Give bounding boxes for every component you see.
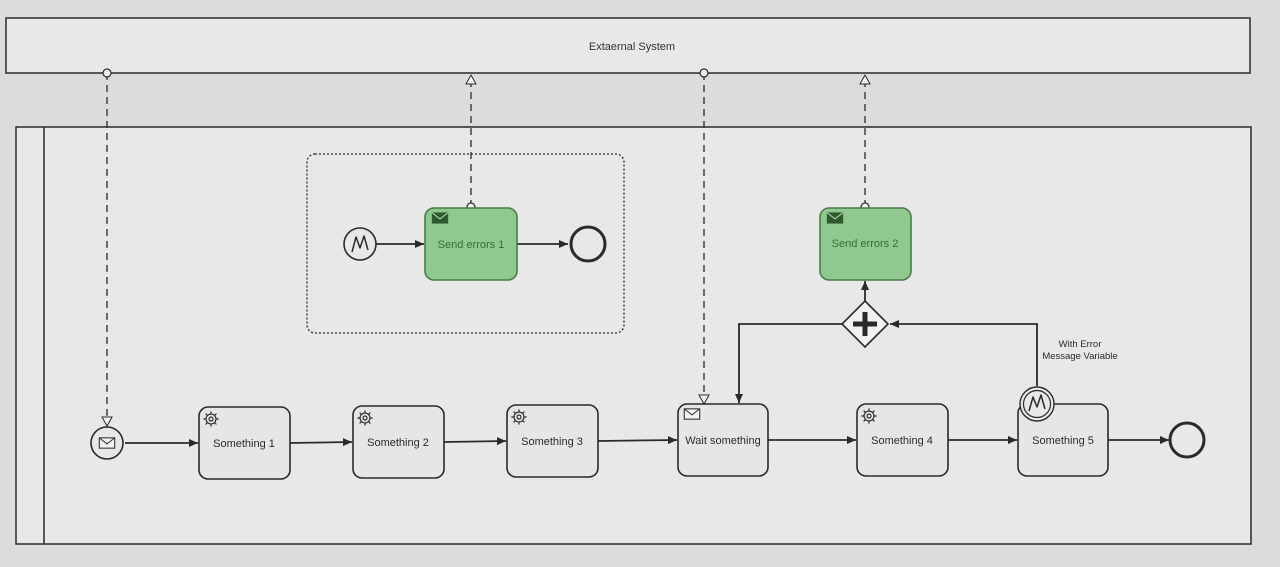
error-label-line-1: With Error [1059, 339, 1102, 350]
task-send-errors-2[interactable]: Send errors 2 [819, 207, 912, 281]
subprocess-end-event[interactable] [569, 225, 607, 263]
flow-something-1-to-2[interactable] [289, 438, 353, 447]
parallel-gateway[interactable] [840, 299, 890, 349]
plus-icon [853, 312, 877, 336]
task-something-5[interactable]: Something 5 [1017, 403, 1109, 477]
task-wait-something[interactable]: Wait something [677, 403, 769, 477]
envelope-icon [683, 408, 701, 420]
task-label: Wait something [685, 435, 760, 447]
task-something-3[interactable]: Something 3 [506, 404, 599, 478]
external-system-title: Extaernal System [589, 41, 675, 53]
task-label: Send errors 2 [832, 238, 899, 250]
error-label-line-2: Message Variable [1042, 351, 1117, 362]
flow-something-2-to-3[interactable] [443, 437, 507, 446]
error-flow-label: With Error Message Variable [1042, 339, 1117, 362]
error-start-event[interactable] [343, 227, 377, 261]
envelope-icon [98, 437, 116, 449]
process-pool[interactable] [15, 126, 1252, 545]
task-something-4[interactable]: Something 4 [856, 403, 949, 477]
flow-boundary-error-to-gateway[interactable] [890, 320, 1038, 386]
message-start-event[interactable] [90, 426, 124, 460]
task-something-2[interactable]: Something 2 [352, 405, 445, 479]
lightning-icon [1028, 394, 1046, 412]
external-system-pool[interactable]: Extaernal System [5, 17, 1251, 74]
envelope-filled-icon [431, 212, 449, 224]
task-label: Something 2 [367, 437, 429, 449]
envelope-filled-icon [826, 212, 844, 224]
boundary-error-event[interactable] [1019, 386, 1055, 422]
lightning-icon [351, 235, 369, 253]
task-label: Something 3 [521, 436, 583, 448]
task-label: Something 4 [871, 435, 933, 447]
end-event[interactable] [1168, 421, 1206, 459]
flow-something-3-to-wait[interactable] [597, 436, 678, 445]
task-label: Send errors 1 [438, 239, 505, 251]
task-label: Something 1 [213, 438, 275, 450]
task-label: Something 5 [1032, 435, 1094, 447]
sequence-flows [125, 240, 1169, 447]
message-flows [101, 68, 871, 428]
flow-gateway-to-wait[interactable] [735, 323, 842, 403]
task-something-1[interactable]: Something 1 [198, 406, 291, 480]
task-send-errors-1[interactable]: Send errors 1 [424, 207, 518, 281]
